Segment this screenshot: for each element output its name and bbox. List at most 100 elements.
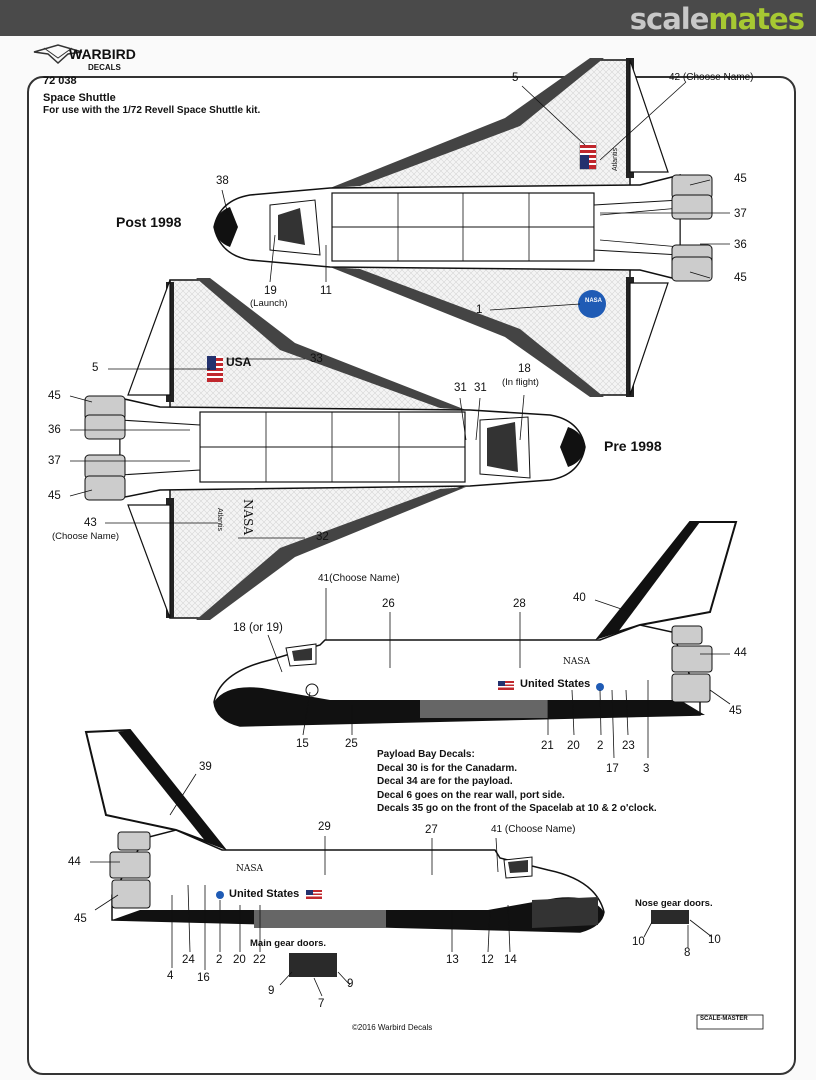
callout-45: 45 [74, 913, 87, 925]
callout-44: 44 [734, 647, 747, 659]
nasa-worm-side1: NASA [563, 657, 591, 667]
callout-9: 9 [347, 978, 354, 990]
notes-line: Decal 6 goes on the rear wall, port side… [377, 789, 565, 801]
callout-27: 27 [425, 824, 438, 836]
callout-45: 45 [48, 490, 61, 502]
callout-12: 12 [481, 954, 494, 966]
callout-9: 9 [268, 985, 275, 997]
callout-36: 36 [48, 424, 61, 436]
notes-line: Decals 35 go on the front of the Spacela… [377, 803, 657, 814]
flag-decal-side2 [306, 890, 322, 899]
callout-37: 37 [734, 208, 747, 220]
notes-line: Decal 34 are for the payload. [377, 776, 513, 787]
atlantis-decal-text-bottom: Atlantis [215, 508, 223, 531]
callout-37: 37 [48, 455, 61, 467]
notes-line: Decal 30 is for the Canadarm. [377, 762, 518, 774]
callout-8: 8 [684, 947, 691, 959]
callout-41: 41 (Choose Name) [491, 824, 576, 835]
united-states-decal-side1: United States [520, 678, 591, 690]
instruction-sheet: WARBIRD DECALS 72 038 Space Shuttle For … [0, 36, 816, 1080]
logo-text: WARBIRD [69, 46, 136, 62]
notes-title: Payload Bay Decals: [377, 749, 475, 760]
callout-38: 38 [216, 175, 229, 187]
callout-45: 45 [48, 390, 61, 402]
callout-18: 18 [518, 363, 531, 375]
callout-36: 36 [734, 239, 747, 251]
callout-24: 24 [182, 954, 195, 966]
callout-10: 10 [632, 936, 645, 948]
nasa-meatball-decal [578, 290, 606, 318]
callout-39: 39 [199, 761, 212, 773]
united-states-decal-side2: United States [229, 888, 300, 900]
callout-10: 10 [708, 934, 721, 946]
callout-28: 28 [513, 598, 526, 610]
callout-21: 21 [541, 740, 554, 752]
callout-14: 14 [504, 954, 517, 966]
callout-3: 3 [643, 763, 650, 775]
nasa-meatball-text: NASA [585, 298, 603, 304]
callout-5: 5 [92, 362, 99, 374]
product-code: 72 038 [43, 75, 77, 87]
flag-decal-side1 [498, 681, 514, 690]
orbiter-side-starboard [213, 521, 738, 727]
callout-23: 23 [622, 740, 635, 752]
logo-subtext: DECALS [88, 63, 121, 72]
callout-19-note: (Launch) [250, 298, 288, 309]
flag-decal-5-top [580, 143, 596, 169]
site-header-bar: scalemates [0, 0, 816, 36]
callout-45: 45 [734, 173, 747, 185]
orbiter-side-port [84, 728, 605, 933]
nose-gear-label: Nose gear doors. [635, 898, 713, 909]
view-title-post1998: Post 1998 [116, 214, 182, 230]
callout-20: 20 [567, 740, 580, 752]
callout-43: 43 [84, 517, 97, 529]
product-subtitle: For use with the 1/72 Revell Space Shutt… [43, 105, 261, 116]
payload-bay-notes: Payload Bay Decals: Decal 30 is for the … [377, 748, 657, 816]
orbiter-top-post1998 [213, 58, 713, 397]
site-brand[interactable]: scalemates [629, 2, 805, 36]
copyright: ©2016 Warbird Decals [352, 1023, 433, 1032]
callout-41: 41(Choose Name) [318, 573, 400, 584]
callout-33: 33 [310, 353, 323, 365]
callout-45: 45 [729, 705, 742, 717]
callout-26: 26 [382, 598, 395, 610]
callout-22: 22 [253, 954, 266, 966]
nose-gear-doors [651, 910, 689, 924]
product-title: Space Shuttle [43, 92, 116, 104]
callout-13: 13 [446, 954, 459, 966]
view-title-pre1998: Pre 1998 [604, 438, 662, 454]
callout-1: 1 [476, 304, 483, 316]
leader-lines [69, 81, 731, 997]
nasa-worm-side2: NASA [236, 864, 264, 874]
callout-19: 19 [264, 285, 277, 297]
callout-16: 16 [197, 972, 210, 984]
callout-44: 44 [68, 856, 81, 868]
callout-45: 45 [734, 272, 747, 284]
callout-31: 31 [454, 382, 467, 394]
callout-2: 2 [216, 954, 223, 966]
atlantis-decal-text-top: Atlantis [611, 148, 619, 171]
scalemaster-badge [696, 1014, 764, 1030]
callout-17: 17 [606, 763, 619, 775]
callout-40: 40 [573, 592, 586, 604]
drawings [33, 44, 764, 1030]
callout-31: 31 [474, 382, 487, 394]
orbiter-top-pre1998 [84, 278, 586, 620]
flag-decal-5-bottom [207, 356, 223, 382]
scalemaster-text: SCALE-MASTER [700, 1016, 748, 1022]
callout-11: 11 [320, 285, 332, 297]
callout-4: 4 [167, 970, 174, 982]
callout-32: 32 [316, 531, 329, 543]
callout-25: 25 [345, 738, 358, 750]
callout-2: 2 [597, 740, 604, 752]
callout-43-note: (Choose Name) [52, 531, 120, 542]
warbird-logo [33, 44, 83, 65]
callout-20: 20 [233, 954, 246, 966]
callout-18-or-19: 18 (or 19) [233, 622, 283, 634]
callout-15: 15 [296, 738, 309, 750]
usa-decal-text: USA [226, 355, 252, 369]
callout-18-note: (In flight) [502, 377, 539, 388]
main-gear-label: Main gear doors. [250, 938, 327, 949]
callout-29: 29 [318, 821, 331, 833]
callout-42: 42 (Choose Name) [669, 72, 754, 83]
